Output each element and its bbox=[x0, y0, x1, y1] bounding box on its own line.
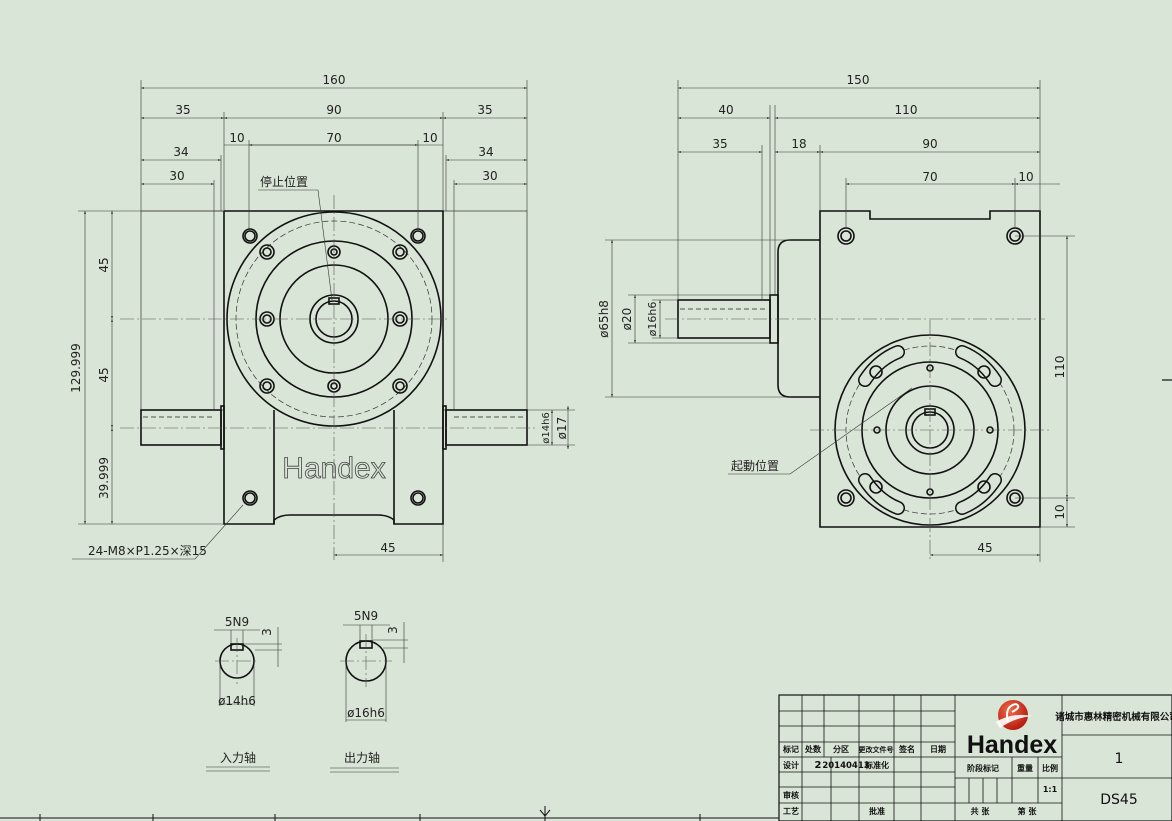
dim-45-upper: 45 bbox=[97, 257, 111, 272]
dim-shaft-14h6: ø14h6 bbox=[541, 412, 552, 444]
handex-logo: Handex bbox=[967, 700, 1057, 759]
header-mark: 标记 bbox=[782, 744, 799, 754]
logo-text: Handex bbox=[967, 731, 1057, 759]
keyway-width-output: 5N9 bbox=[354, 609, 378, 623]
dim-35-left: 35 bbox=[175, 103, 190, 117]
header-zone: 分区 bbox=[833, 744, 849, 754]
stop-position-label: 停止位置 bbox=[260, 174, 308, 189]
sheet-number: 第 张 bbox=[1018, 806, 1038, 816]
header-signature: 签名 bbox=[898, 744, 915, 754]
dim-34-right: 34 bbox=[478, 145, 493, 159]
keyway-diameter-output: ø16h6 bbox=[347, 706, 385, 720]
front-view: Handex bbox=[69, 73, 575, 562]
start-position-label: 起動位置 bbox=[731, 458, 779, 473]
dim-16h6: ø16h6 bbox=[646, 302, 659, 337]
dim-10-right: 10 bbox=[1053, 504, 1067, 519]
review-label: 审核 bbox=[783, 790, 799, 800]
dim-10-side-top: 10 bbox=[1018, 170, 1033, 184]
thread-note: 24-M8×P1.25×深15 bbox=[88, 544, 207, 558]
dim-18: 18 bbox=[791, 137, 806, 151]
sheets-total: 共 张 bbox=[971, 806, 991, 816]
dim-35-right: 35 bbox=[477, 103, 492, 117]
dim-110-right: 110 bbox=[1053, 356, 1067, 379]
dim-20: ø20 bbox=[620, 308, 634, 331]
design-count: 2 bbox=[815, 760, 822, 771]
output-housing bbox=[777, 239, 820, 398]
dim-65h8: ø65h8 bbox=[597, 300, 611, 338]
header-change-doc: 更改文件号 bbox=[859, 745, 894, 754]
dim-129-999: 129.999 bbox=[69, 343, 83, 393]
dim-35: 35 bbox=[712, 137, 727, 151]
header-date: 日期 bbox=[930, 744, 946, 754]
company-name: 诸城市惠林精密机械有限公司 bbox=[1055, 711, 1172, 723]
approve-label: 批准 bbox=[869, 806, 885, 816]
input-shaft-caption: 入力轴 bbox=[220, 750, 256, 765]
dim-10-right: 10 bbox=[422, 131, 437, 145]
dim-40: 40 bbox=[718, 103, 733, 117]
dim-160: 160 bbox=[323, 73, 346, 87]
input-shaft-right bbox=[445, 409, 528, 446]
stage-label: 阶段标记 bbox=[967, 763, 999, 773]
model-number: DS45 bbox=[1100, 792, 1137, 808]
side-view: 150 40 110 35 18 90 70 10 ø65h8 ø20 ø16h… bbox=[597, 73, 1172, 562]
dim-45-bottom: 45 bbox=[380, 541, 395, 555]
design-date: 20140413 bbox=[822, 761, 869, 771]
left-housing-outline bbox=[140, 210, 225, 411]
dim-34-left: 34 bbox=[173, 145, 188, 159]
dim-39-999: 39.999 bbox=[97, 457, 111, 499]
scale-value: 1:1 bbox=[1043, 785, 1058, 794]
right-housing-outline bbox=[442, 210, 528, 411]
keyway-detail-output: 5N9 3 ø16h6 出力轴 bbox=[330, 609, 408, 773]
dim-70-side: 70 bbox=[922, 170, 937, 184]
process-label: 工艺 bbox=[783, 806, 799, 816]
dim-30-right: 30 bbox=[482, 169, 497, 183]
scale-label: 比例 bbox=[1042, 763, 1058, 773]
keyway-width-input: 5N9 bbox=[225, 615, 249, 629]
dim-90-side: 90 bbox=[922, 137, 937, 151]
dim-10-left: 10 bbox=[229, 131, 244, 145]
dim-17: ø17 bbox=[555, 417, 569, 440]
side-housing-body bbox=[819, 210, 1041, 528]
dim-70: 70 bbox=[326, 131, 341, 145]
keyway-detail-input: 5N9 3 ø14h6 入力轴 bbox=[206, 615, 282, 772]
quantity: 1 bbox=[1115, 751, 1124, 767]
dim-45-lower: 45 bbox=[97, 367, 111, 382]
output-shaft-caption: 出力轴 bbox=[344, 750, 380, 765]
weight-label: 重量 bbox=[1017, 763, 1033, 773]
keyway-depth-input: 3 bbox=[260, 628, 274, 636]
slots bbox=[837, 227, 1024, 515]
dim-110-top: 110 bbox=[895, 103, 918, 117]
dim-90: 90 bbox=[326, 103, 341, 117]
title-block: 标记 处数 分区 更改文件号 签名 日期 设计 2 20140413 标准化 审… bbox=[778, 694, 1172, 821]
input-shaft-left bbox=[140, 409, 222, 446]
dim-45-side-bottom: 45 bbox=[977, 541, 992, 555]
header-count: 处数 bbox=[804, 744, 822, 754]
standardize-label: 标准化 bbox=[864, 760, 889, 770]
dim-150: 150 bbox=[847, 73, 870, 87]
keyway-depth-output: 3 bbox=[386, 626, 400, 634]
keyway-diameter-input: ø14h6 bbox=[218, 694, 256, 708]
design-label: 设计 bbox=[783, 760, 799, 770]
dim-30-left: 30 bbox=[169, 169, 184, 183]
